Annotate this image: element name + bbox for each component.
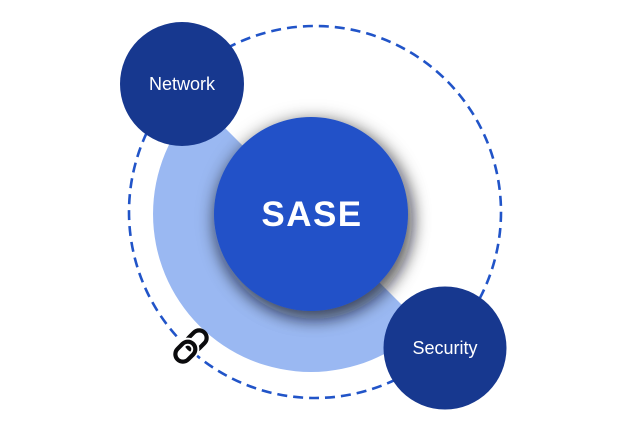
chain-link-icon bbox=[171, 328, 209, 366]
node-network: Network bbox=[120, 22, 244, 146]
chain-link-lower-loop bbox=[173, 339, 198, 364]
chain-link-upper-loop bbox=[184, 328, 209, 353]
outer-dashed-ring bbox=[127, 24, 503, 400]
sase-label: SASE bbox=[261, 195, 362, 234]
sase-circle bbox=[214, 117, 408, 311]
network-label: Network bbox=[149, 74, 216, 94]
security-label: Security bbox=[412, 338, 477, 358]
node-sase: SASE bbox=[214, 117, 412, 317]
network-circle bbox=[120, 22, 244, 146]
security-circle bbox=[383, 286, 507, 410]
node-security: Security bbox=[383, 286, 507, 410]
